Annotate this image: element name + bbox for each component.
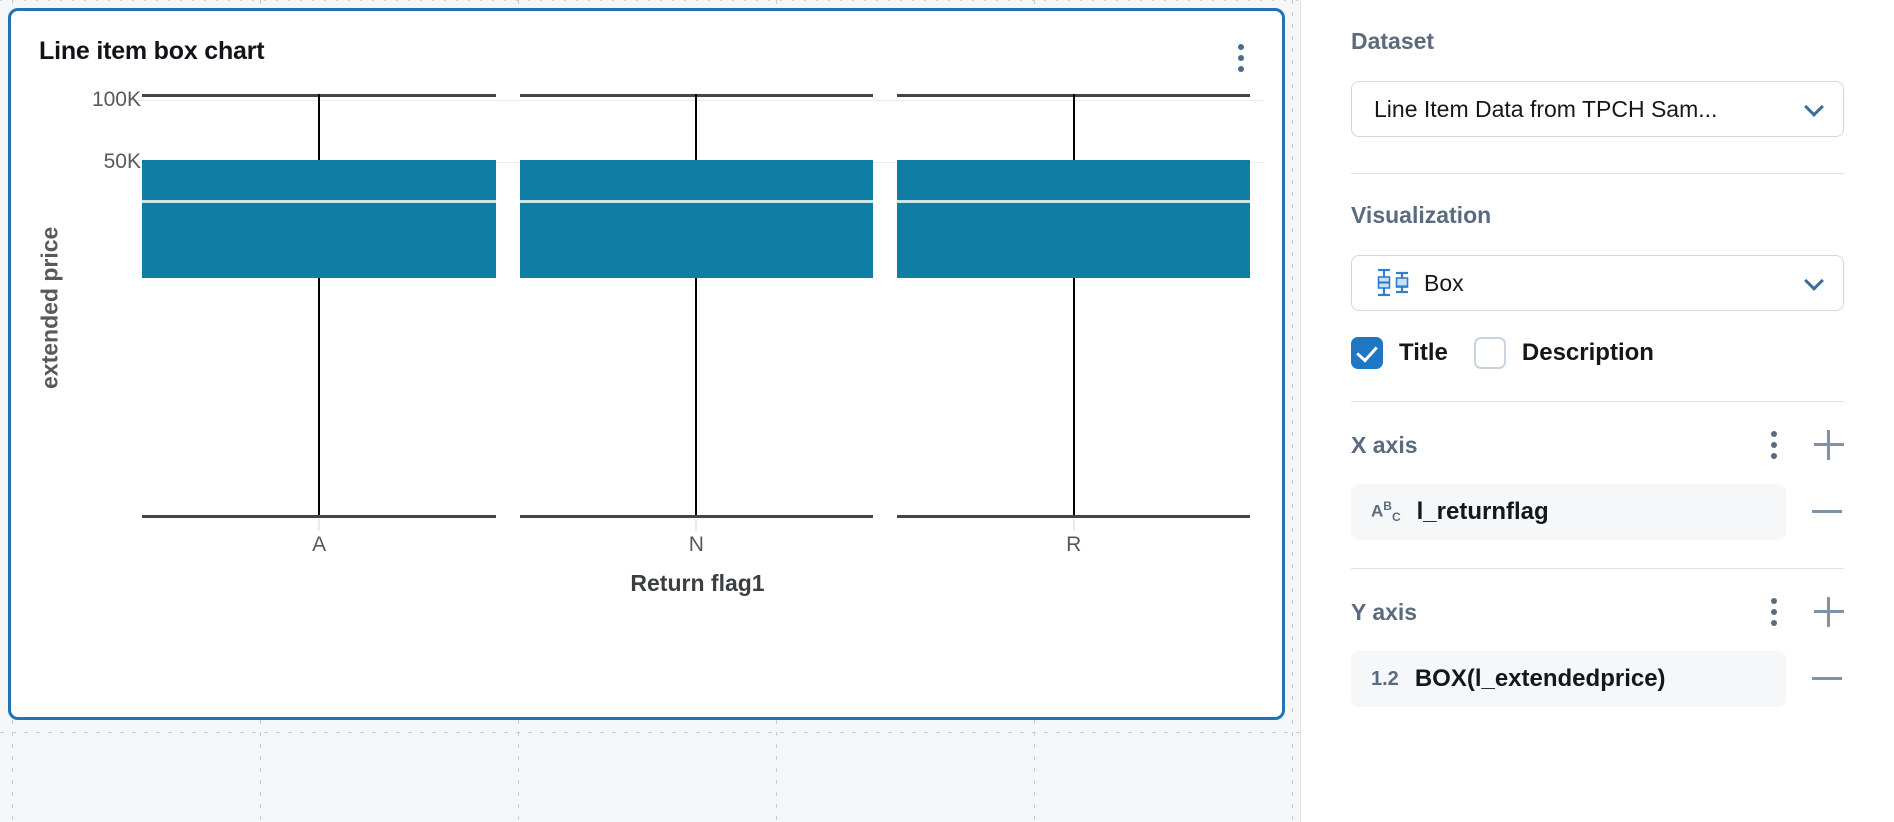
- x-axis-field-pill[interactable]: ABC l_returnflag: [1351, 484, 1786, 540]
- x-tick-label: R: [1066, 533, 1082, 556]
- visualization-section-label: Visualization: [1351, 202, 1492, 228]
- chevron-down-icon: [1804, 271, 1824, 291]
- box-body: [142, 160, 496, 278]
- median-line: [896, 200, 1251, 203]
- x-axis-field-row: ABC l_returnflag: [1351, 484, 1844, 540]
- title-checkbox[interactable]: [1351, 337, 1383, 369]
- visualization-toggles: Title Description: [1351, 337, 1844, 369]
- y-axis-section-label: Y axis: [1351, 598, 1418, 625]
- x-tick-mark: [318, 519, 320, 531]
- dataset-section: Dataset Line Item Data from TPCH Sam...: [1351, 28, 1844, 137]
- median-line: [142, 200, 496, 203]
- y-axis-ticks: 100K 50K: [51, 73, 141, 717]
- x-tick-label: N: [688, 533, 704, 556]
- whisker-cap-bottom: [896, 515, 1251, 518]
- x-axis-plus-icon[interactable]: [1814, 430, 1844, 460]
- box-group-n[interactable]: N: [519, 73, 874, 717]
- y-axis-field-row: 1.2 BOX(l_extendedprice): [1351, 651, 1844, 707]
- visualization-select-value: Box: [1424, 269, 1464, 296]
- y-axis-header: Y axis: [1351, 595, 1844, 629]
- description-checkbox-label: Description: [1521, 339, 1654, 366]
- whisker-cap-bottom: [142, 515, 496, 518]
- visualization-section: Visualization: [1351, 202, 1844, 369]
- panel-divider: [1351, 173, 1844, 174]
- field-type-text-icon: ABC: [1371, 499, 1401, 525]
- panel-divider: [1351, 568, 1844, 569]
- median-line: [519, 200, 874, 203]
- whisker-cap-bottom: [519, 515, 874, 518]
- whisker-line: [318, 94, 321, 516]
- dataset-section-label: Dataset: [1351, 28, 1435, 54]
- x-axis-title: Return flag1: [630, 570, 765, 596]
- widget-header: Line item box chart: [11, 11, 1282, 73]
- box-plot-icon: [1374, 266, 1414, 300]
- page-title: Line item box chart: [39, 37, 265, 65]
- y-axis-kebab-menu-icon[interactable]: [1760, 595, 1788, 629]
- field-type-number-icon: 1.2: [1371, 667, 1399, 690]
- x-axis-kebab-menu-icon[interactable]: [1760, 428, 1788, 462]
- x-axis-section-label: X axis: [1351, 431, 1418, 458]
- box-group-r[interactable]: R: [896, 73, 1251, 717]
- plot-inner: A N: [131, 73, 1264, 717]
- box-chart-plot: extended price 100K 50K: [11, 73, 1282, 717]
- title-checkbox-label: Title: [1399, 339, 1448, 366]
- canvas-grid-line: [0, 732, 1300, 733]
- chart-widget[interactable]: Line item box chart extended price 100K …: [8, 8, 1285, 720]
- x-tick-mark: [695, 519, 697, 531]
- dataset-select-value: Line Item Data from TPCH Sam...: [1374, 95, 1718, 122]
- box-group-a[interactable]: A: [142, 73, 496, 717]
- y-axis-section: Y axis 1.2 BOX(l_extendedprice): [1351, 595, 1844, 707]
- whisker-line: [1072, 94, 1075, 516]
- visualization-select[interactable]: Box: [1351, 255, 1844, 311]
- x-tick-mark: [1073, 519, 1075, 531]
- y-axis-field-pill[interactable]: 1.2 BOX(l_extendedprice): [1351, 651, 1786, 707]
- x-axis-header: X axis: [1351, 428, 1844, 462]
- x-tick-label: A: [312, 533, 327, 556]
- box-body: [519, 160, 874, 278]
- dashboard-canvas: Line item box chart extended price 100K …: [0, 0, 1300, 822]
- x-axis-minus-icon[interactable]: [1810, 495, 1844, 529]
- whisker-line: [695, 94, 698, 516]
- y-axis-plus-icon[interactable]: [1814, 597, 1844, 627]
- description-checkbox[interactable]: [1473, 337, 1506, 369]
- y-axis-field-name: BOX(l_extendedprice): [1414, 665, 1666, 692]
- panel-divider: [1351, 401, 1844, 402]
- config-panel: Dataset Line Item Data from TPCH Sam... …: [1300, 0, 1894, 822]
- y-axis-minus-icon[interactable]: [1810, 662, 1844, 696]
- kebab-menu-icon[interactable]: [1228, 41, 1254, 75]
- x-axis-field-name: l_returnflag: [1416, 498, 1549, 525]
- x-axis-section: X axis ABC l_returnflag: [1351, 428, 1844, 540]
- y-tick-label: 50K: [103, 150, 141, 173]
- box-body: [896, 160, 1251, 278]
- chevron-down-icon: [1804, 97, 1824, 117]
- dataset-select[interactable]: Line Item Data from TPCH Sam...: [1351, 81, 1844, 137]
- y-tick-label: 100K: [91, 88, 141, 111]
